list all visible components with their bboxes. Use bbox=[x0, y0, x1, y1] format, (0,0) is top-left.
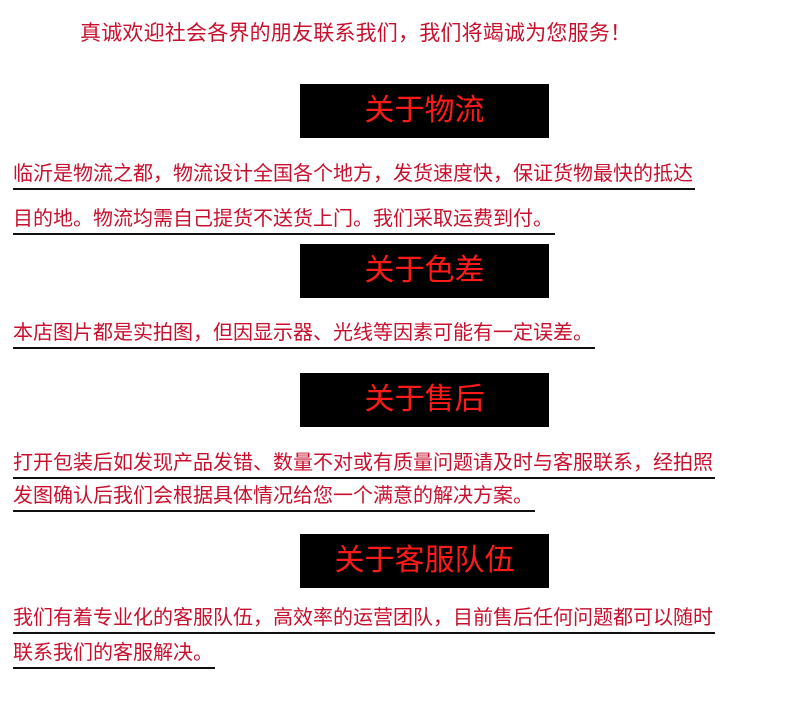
heading-customer-service-team: 关于客服队伍 bbox=[300, 534, 549, 588]
welcome-banner: 真诚欢迎社会各界的朋友联系我们，我们将竭诚为您服务！ bbox=[80, 21, 632, 45]
logistics-text-line-2: 目的地。物流均需自己提货不送货上门。我们采取运费到付。 bbox=[13, 203, 555, 235]
after-sales-text-line-1: 打开包装后如发现产品发错、数量不对或有质量问题请及时与客服联系，经拍照 bbox=[13, 447, 715, 479]
heading-logistics: 关于物流 bbox=[300, 84, 549, 138]
logistics-text-line-1: 临沂是物流之都，物流设计全国各个地方，发货速度快，保证货物最快的抵达 bbox=[13, 158, 695, 190]
color-difference-text-line-1: 本店图片都是实拍图，但因显示器、光线等因素可能有一定误差。 bbox=[13, 317, 595, 349]
after-sales-text-line-2: 发图确认后我们会根据具体情况给您一个满意的解决方案。 bbox=[13, 480, 535, 512]
customer-service-text-line-2: 联系我们的客服解决。 bbox=[13, 637, 215, 669]
customer-service-text-line-1: 我们有着专业化的客服队伍，高效率的运营团队，目前售后任何问题都可以随时 bbox=[13, 602, 715, 634]
heading-color-difference: 关于色差 bbox=[300, 244, 549, 298]
heading-after-sales: 关于售后 bbox=[300, 373, 549, 427]
